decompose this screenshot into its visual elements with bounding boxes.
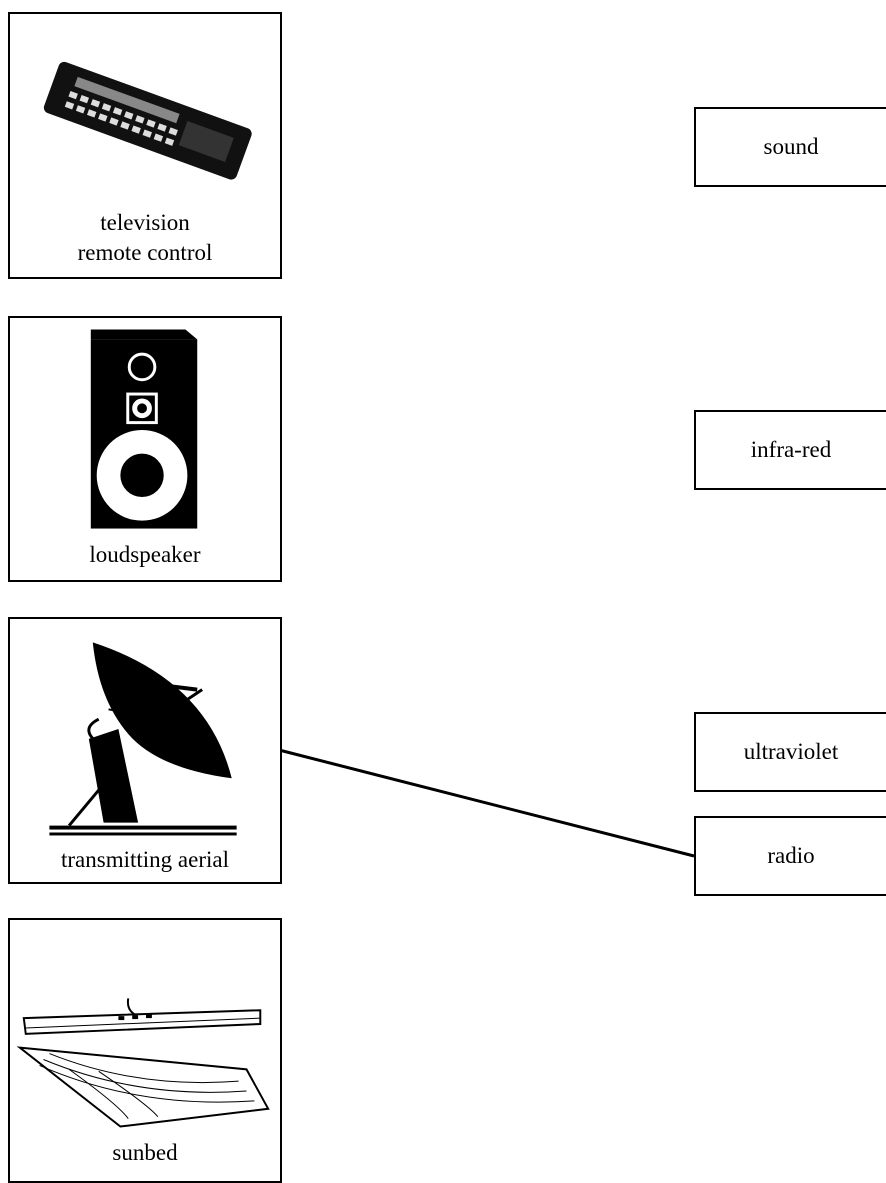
sunbed-icon (16, 998, 270, 1128)
wave-label-infrared: infra-red (750, 437, 832, 462)
device-card-sunbed[interactable]: sunbed (8, 918, 282, 1183)
satellite-dish-icon (49, 642, 237, 836)
wave-label-ultraviolet: ultraviolet (743, 739, 839, 764)
device-label-sunbed: sunbed (112, 1140, 178, 1165)
remote-control-icon (43, 61, 252, 180)
device-card-loudspeaker[interactable]: loudspeaker (8, 316, 282, 582)
wave-box-ultraviolet[interactable]: ultraviolet (694, 712, 886, 792)
wave-label-radio: radio (767, 843, 815, 868)
loudspeaker-icon (90, 329, 198, 529)
device-card-aerial[interactable]: transmitting aerial (8, 617, 282, 884)
device-label-aerial: transmitting aerial (61, 847, 229, 872)
wave-box-infrared[interactable]: infra-red (694, 410, 886, 490)
device-label-loudspeaker: loudspeaker (89, 542, 201, 567)
wave-label-sound: sound (763, 134, 819, 159)
wave-box-sound[interactable]: sound (694, 107, 886, 187)
device-label-remote: television remote control (77, 210, 213, 265)
device-card-remote[interactable]: television remote control (8, 12, 282, 279)
wave-box-radio[interactable]: radio (694, 816, 886, 896)
connection-line-aerial-radio (278, 748, 695, 858)
